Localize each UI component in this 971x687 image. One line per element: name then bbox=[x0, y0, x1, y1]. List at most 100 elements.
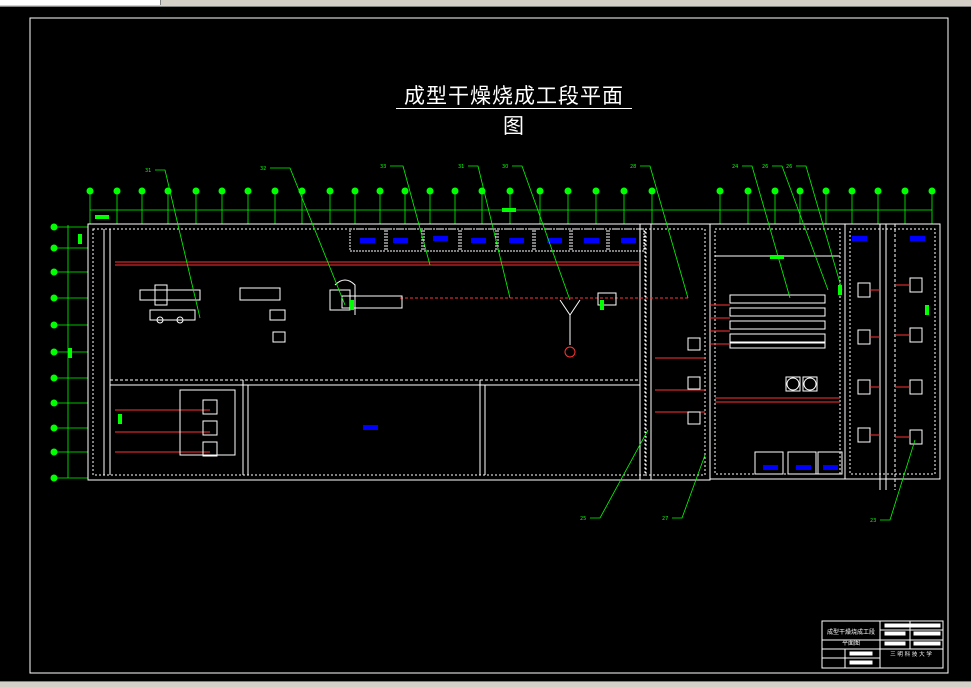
equipment-tags bbox=[360, 236, 925, 470]
leader-line bbox=[640, 165, 689, 299]
axis-bubble bbox=[218, 187, 226, 195]
axis-bubble bbox=[326, 187, 334, 195]
axis-bubble bbox=[771, 187, 779, 195]
axis-bubble bbox=[451, 187, 459, 195]
leader-line bbox=[772, 165, 829, 291]
axis-bubble bbox=[50, 424, 58, 432]
building-walls bbox=[87, 223, 941, 490]
axis-bubble bbox=[376, 187, 384, 195]
leader-line bbox=[590, 429, 649, 519]
blue-tag bbox=[360, 238, 375, 243]
axis-bubble bbox=[50, 321, 58, 329]
blue-tag bbox=[509, 238, 524, 243]
axis-bubble bbox=[506, 187, 514, 195]
axis-bubble bbox=[796, 187, 804, 195]
callout-leaders bbox=[155, 165, 916, 521]
callout-label: 25 bbox=[580, 516, 586, 522]
blue-tag bbox=[852, 236, 867, 241]
blue-tag bbox=[471, 238, 486, 243]
outer-frame bbox=[29, 17, 949, 674]
leader-line bbox=[390, 165, 431, 266]
leader-line bbox=[880, 439, 916, 521]
callout-label: 31 bbox=[458, 164, 464, 170]
axis-bubble bbox=[50, 448, 58, 456]
leader-line bbox=[155, 169, 201, 319]
axis-bubble bbox=[426, 187, 434, 195]
blue-tag bbox=[796, 465, 811, 470]
axis-bubble bbox=[50, 223, 58, 231]
axis-bubble bbox=[50, 374, 58, 382]
callout-label: 26 bbox=[762, 164, 768, 170]
machine-box bbox=[857, 282, 871, 298]
axis-bubble bbox=[564, 187, 572, 195]
callout-label: 33 bbox=[380, 164, 386, 170]
callout-label: 27 bbox=[662, 516, 668, 522]
axis-bubble bbox=[113, 187, 121, 195]
blue-tag bbox=[433, 236, 448, 241]
right-machines bbox=[857, 277, 923, 445]
callout-label: 26 bbox=[786, 164, 792, 170]
axis-bubble bbox=[244, 187, 252, 195]
blue-tag bbox=[823, 465, 838, 470]
axis-bubble bbox=[271, 187, 279, 195]
axis-bubble bbox=[50, 474, 58, 482]
axis-bubble bbox=[351, 187, 359, 195]
dryer-box bbox=[386, 228, 423, 252]
axis-bubble bbox=[50, 348, 58, 356]
axis-bubble bbox=[928, 187, 936, 195]
axis-bubble bbox=[50, 268, 58, 276]
dryer-box bbox=[349, 228, 386, 252]
blue-tag bbox=[584, 238, 599, 243]
dryer-box bbox=[497, 228, 534, 252]
dryer-box bbox=[534, 228, 571, 252]
blue-tag bbox=[393, 238, 408, 243]
title-block-name-1: 成型干燥烧成工段 bbox=[827, 628, 875, 636]
leader-line bbox=[512, 165, 571, 301]
blue-tag bbox=[363, 425, 378, 430]
axis-bubble bbox=[50, 244, 58, 252]
axis-bubble bbox=[536, 187, 544, 195]
leader-line bbox=[270, 167, 346, 306]
callout-label: 31 bbox=[145, 168, 151, 174]
red-pipelines bbox=[115, 255, 840, 453]
machine-box bbox=[909, 379, 923, 395]
callout-label: 24 bbox=[732, 164, 738, 170]
machine-box bbox=[909, 429, 923, 445]
title-block-school: 三 明 科 技 大 学 bbox=[890, 650, 932, 658]
title-underline bbox=[396, 108, 632, 109]
axis-bubble bbox=[50, 294, 58, 302]
axis-bubble bbox=[620, 187, 628, 195]
leader-line bbox=[468, 165, 511, 299]
dryer-box bbox=[608, 228, 645, 252]
green-markers bbox=[68, 208, 929, 424]
kiln-tunnels bbox=[710, 294, 826, 392]
title-block bbox=[821, 620, 944, 669]
machine-box bbox=[909, 277, 923, 293]
axis-bubble bbox=[86, 187, 94, 195]
axis-bubble bbox=[848, 187, 856, 195]
window-bottom-bar bbox=[0, 681, 971, 687]
top-bar-field[interactable] bbox=[0, 0, 161, 5]
machine-box bbox=[857, 427, 871, 443]
callout-label: 23 bbox=[870, 518, 876, 524]
axis-bubble bbox=[744, 187, 752, 195]
dryer-units bbox=[349, 228, 645, 252]
callout-label: 28 bbox=[630, 164, 636, 170]
leader-line bbox=[672, 454, 706, 519]
axis-bubbles-top bbox=[86, 187, 936, 224]
axis-bubble bbox=[648, 187, 656, 195]
blue-tag bbox=[547, 238, 562, 243]
axis-bubble bbox=[50, 399, 58, 407]
title-block-name-2: 平面图 bbox=[842, 640, 860, 647]
forming-line-equipment bbox=[139, 279, 843, 475]
callout-label: 32 bbox=[260, 166, 266, 172]
drawing-title: 成型干燥烧成工段平面图 bbox=[404, 84, 624, 138]
blue-tag bbox=[621, 238, 636, 243]
axis-bubble bbox=[874, 187, 882, 195]
dryer-box bbox=[423, 228, 460, 252]
axis-bubble bbox=[401, 187, 409, 195]
axis-bubble bbox=[192, 187, 200, 195]
